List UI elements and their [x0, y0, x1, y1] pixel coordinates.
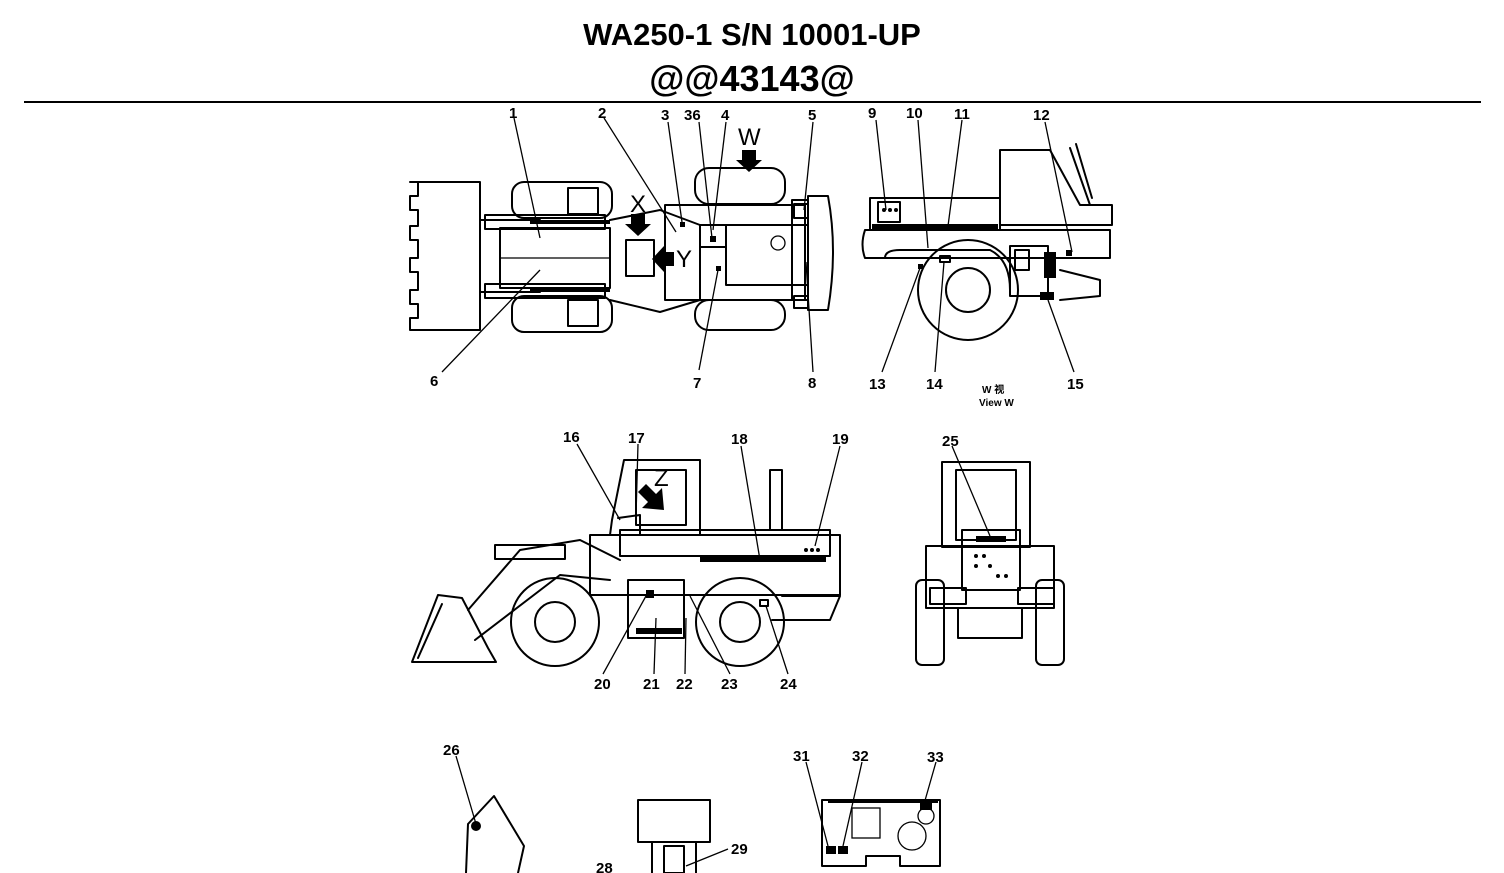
callout-20: 20: [594, 676, 611, 693]
leader-lines: [441, 117, 1075, 867]
detail-view-left: [465, 795, 525, 873]
callout-7: 7: [693, 375, 701, 392]
header-rule: [24, 101, 1481, 103]
callout-31: 31: [793, 748, 810, 765]
drawing-code: @@43143@: [649, 58, 855, 99]
callout-8: 8: [808, 375, 816, 392]
callout-29: 29: [731, 841, 748, 858]
callout-32: 32: [852, 748, 869, 765]
detail-view-middle: [637, 799, 711, 873]
callout-11: 11: [954, 106, 970, 123]
view-w-label: View W: [979, 398, 1014, 409]
callout-9: 9: [868, 105, 876, 122]
top-view-machine: [409, 150, 834, 333]
callout-24: 24: [780, 676, 797, 693]
view-w-label-cn: W 视: [982, 383, 1004, 396]
callout-4: 4: [721, 107, 730, 124]
callout-18: 18: [731, 431, 748, 448]
callout-12: 12: [1033, 107, 1050, 124]
callout-25: 25: [942, 433, 959, 450]
view-marker-x: X: [630, 191, 646, 218]
callout-15: 15: [1067, 376, 1084, 393]
view-marker-y: Y: [676, 246, 692, 273]
front-view-machine: [915, 461, 1065, 666]
view-marker-z: Z: [654, 465, 669, 492]
callout-21: 21: [643, 676, 660, 693]
callout-1: 1: [509, 105, 517, 122]
callout-28: 28: [596, 860, 613, 873]
view-w-machine: [861, 143, 1113, 341]
side-view-machine: [411, 459, 841, 667]
callout-17: 17: [628, 430, 645, 447]
callout-10: 10: [906, 105, 923, 122]
callout-labels: 1 2 3 36 4 5 6 7 8 9 10 11 12 13 14 15 1…: [430, 105, 1084, 873]
callout-16: 16: [563, 429, 580, 446]
drawing-title: WA250-1 S/N 10001-UP: [583, 17, 921, 52]
callout-14: 14: [926, 376, 943, 393]
callout-26: 26: [443, 742, 460, 759]
callout-5: 5: [808, 107, 816, 124]
callout-22: 22: [676, 676, 693, 693]
view-marker-w: W: [738, 124, 761, 151]
callout-3: 3: [661, 107, 669, 124]
callout-33: 33: [927, 749, 944, 766]
callout-36: 36: [684, 107, 701, 124]
callout-23: 23: [721, 676, 738, 693]
detail-view-dashboard: [821, 799, 941, 867]
callout-2: 2: [598, 105, 606, 122]
callout-19: 19: [832, 431, 849, 448]
callout-6: 6: [430, 373, 438, 390]
callout-13: 13: [869, 376, 886, 393]
